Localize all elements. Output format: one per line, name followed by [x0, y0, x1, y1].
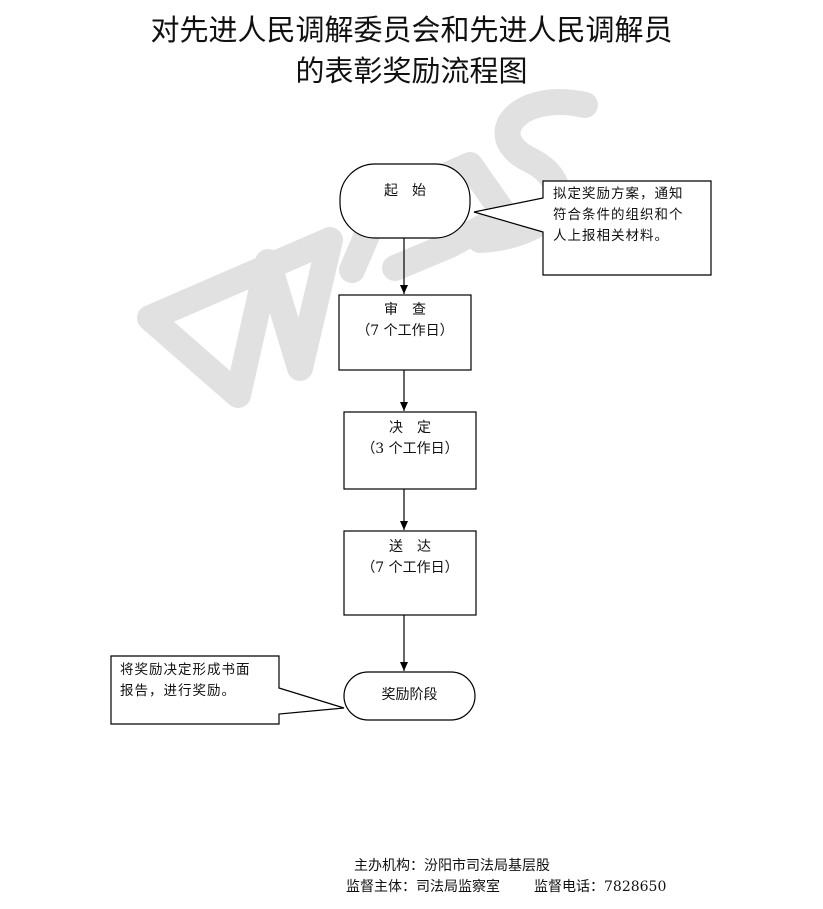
end-label: 奖励阶段	[381, 687, 438, 703]
phone-label: 监督电话：	[534, 879, 604, 895]
step-delivery-text: 送 达 （7 个工作日）	[344, 537, 476, 579]
supervisor-label: 监督主体：	[346, 879, 416, 895]
organizer-label: 主办机构：	[354, 858, 424, 874]
start-note-text: 拟定奖励方案，通知 符合条件的组织和个 人上报相关材料。	[553, 184, 708, 247]
step-box-review	[338, 294, 472, 371]
start-note-line: 符合条件的组织和个	[553, 207, 684, 223]
footer-supervision: 监督主体：司法局监察室 监督电话：7828650	[346, 876, 666, 898]
end-note-line: 报告，进行奖励。	[120, 683, 236, 699]
diagram-title-line-2: 的表彰奖励流程图	[295, 54, 528, 88]
step-delivery-duration: （7 个工作日）	[361, 560, 459, 576]
step-delivery-label: 送 达	[389, 539, 431, 555]
start-terminator	[339, 163, 471, 239]
end-note-text: 将奖励决定形成书面 报告，进行奖励。	[120, 660, 275, 702]
step-box-delivery	[343, 530, 477, 616]
supervisor-value: 司法局监察室	[416, 879, 500, 895]
footer-organizer: 主办机构：汾阳市司法局基层股	[354, 855, 550, 877]
watermark-w-shape	[137, 227, 343, 408]
step-decision-duration: （3 个工作日）	[361, 441, 459, 457]
diagram-title-line-1: 对先进人民调解委员会和先进人民调解员	[150, 13, 673, 47]
step-decision-text: 决 定 （3 个工作日）	[344, 418, 476, 460]
step-review-duration: （7 个工作日）	[356, 323, 454, 339]
phone-value: 7828650	[604, 879, 667, 895]
step-decision-label: 决 定	[389, 420, 431, 436]
step-review-text: 审 查 （7 个工作日）	[339, 300, 471, 342]
start-note-line: 拟定奖励方案，通知	[553, 186, 684, 202]
end-note-line: 将奖励决定形成书面	[120, 662, 251, 678]
step-review-label: 审 查	[384, 302, 426, 318]
start-label: 起 始	[384, 183, 426, 199]
start-note-callout	[473, 180, 712, 276]
start-note-line: 人上报相关材料。	[553, 228, 669, 244]
end-note-callout	[110, 655, 345, 725]
organizer-value: 汾阳市司法局基层股	[424, 858, 550, 874]
step-box-decision	[343, 411, 477, 490]
end-terminator	[343, 671, 476, 721]
